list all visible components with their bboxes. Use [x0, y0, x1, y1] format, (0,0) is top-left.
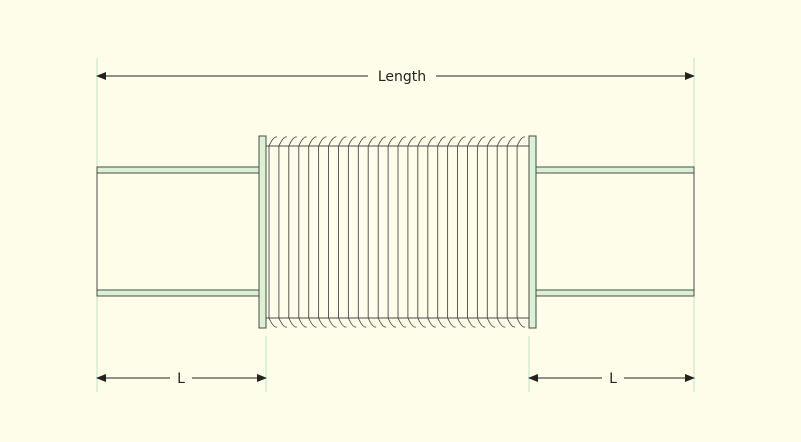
right-pipe-top-wall: [534, 166, 695, 174]
convolution-crest-top: [407, 136, 417, 147]
right-end-label: L: [609, 371, 617, 387]
convolution-crest-top: [288, 136, 297, 147]
convolution-crest-bottom: [516, 317, 526, 328]
convolution-crest-bottom: [397, 317, 407, 328]
convolution-crest-bottom: [506, 317, 516, 328]
left-pipe-end: [96, 166, 261, 297]
left-flange: [258, 135, 267, 329]
bellows-convolutions: [268, 136, 526, 328]
convolution-crest-bottom: [347, 317, 357, 328]
length-label: Length: [378, 69, 426, 85]
right-pipe-bottom-wall: [534, 289, 695, 297]
convolution-crest-bottom: [338, 317, 347, 328]
convolution-crest-top: [476, 136, 486, 147]
convolution-crest-top: [318, 136, 327, 147]
convolution-crest-bottom: [437, 317, 446, 328]
convolution-crest-top: [457, 136, 466, 147]
convolution-crest-bottom: [387, 317, 397, 328]
convolution-crest-bottom: [367, 317, 377, 328]
bellows-body: [266, 140, 529, 322]
convolution-crest-top: [387, 136, 397, 147]
convolution-crest-top: [357, 136, 367, 147]
convolution-crest-top: [467, 136, 476, 147]
convolution-crest-bottom: [278, 317, 288, 328]
convolution-crest-bottom: [486, 317, 496, 328]
convolution-crest-top: [427, 136, 436, 147]
convolution-crest-top: [328, 136, 337, 147]
convolution-crest-bottom: [298, 317, 307, 328]
convolution-crest-bottom: [357, 317, 367, 328]
convolution-crest-bottom: [318, 317, 327, 328]
convolution-crest-top: [417, 136, 426, 147]
left-pipe-bore: [96, 166, 261, 297]
left-pipe-bottom-wall: [96, 289, 261, 297]
right-pipe-bore: [534, 166, 695, 297]
right-pipe-end: [534, 166, 695, 297]
convolution-crest-top: [308, 136, 317, 147]
convolution-crest-top: [278, 136, 288, 147]
convolution-crest-bottom: [467, 317, 476, 328]
convolution-crest-top: [397, 136, 407, 147]
convolution-crest-top: [516, 136, 526, 147]
convolution-crest-bottom: [268, 317, 278, 328]
left-end-dimension: L: [96, 371, 267, 387]
convolution-crest-top: [268, 136, 278, 147]
left-end-label: L: [177, 371, 185, 387]
convolution-crest-top: [338, 136, 347, 147]
convolution-crest-bottom: [457, 317, 466, 328]
convolution-crest-top: [486, 136, 496, 147]
left-pipe-top-wall: [96, 166, 261, 174]
right-flange: [528, 135, 537, 329]
convolution-crest-bottom: [447, 317, 456, 328]
convolution-crest-top: [496, 136, 506, 147]
convolution-crest-bottom: [407, 317, 417, 328]
convolution-crest-top: [447, 136, 456, 147]
convolution-crest-bottom: [417, 317, 426, 328]
convolution-crest-bottom: [476, 317, 486, 328]
convolution-crest-bottom: [496, 317, 506, 328]
bellows: [266, 136, 529, 328]
convolution-crest-top: [377, 136, 387, 147]
convolution-crest-top: [367, 136, 377, 147]
length-dimension: Length: [96, 69, 695, 85]
convolution-crest-top: [506, 136, 516, 147]
convolution-crest-bottom: [377, 317, 387, 328]
convolution-crest-bottom: [328, 317, 337, 328]
convolution-crest-top: [437, 136, 446, 147]
convolution-crest-bottom: [427, 317, 436, 328]
right-end-dimension: L: [528, 371, 695, 387]
convolution-crest-top: [347, 136, 357, 147]
convolution-crest-bottom: [308, 317, 317, 328]
convolution-crest-bottom: [288, 317, 297, 328]
convolution-crest-top: [298, 136, 307, 147]
